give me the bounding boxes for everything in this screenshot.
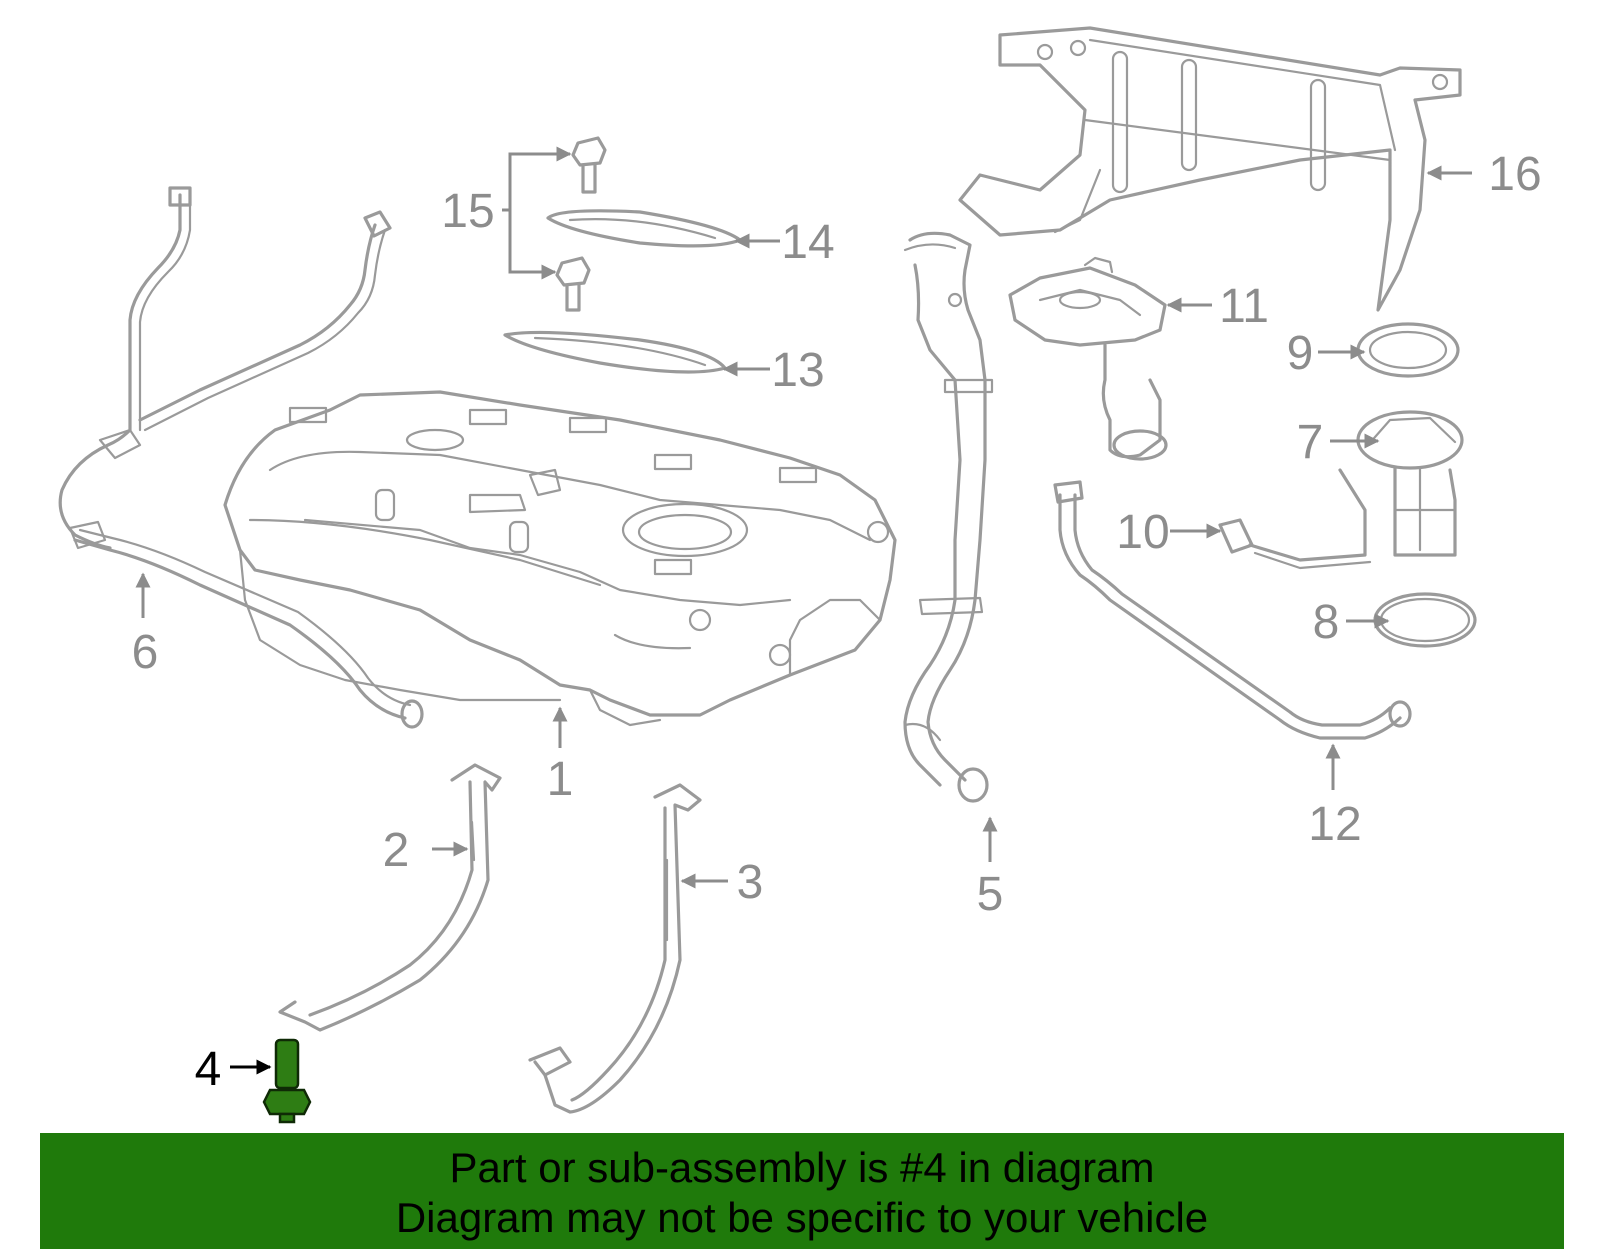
- pump-module-cover-part[interactable]: [1008, 256, 1168, 461]
- banner-line-part-number: Part or sub-assembly is #4 in diagram: [449, 1144, 1155, 1191]
- heat-shield-part[interactable]: [958, 26, 1462, 312]
- callout-14: 14: [781, 216, 834, 269]
- callout-10: 10: [1116, 506, 1169, 559]
- lock-ring-part[interactable]: [1356, 322, 1460, 378]
- callout-2: 2: [383, 824, 410, 877]
- callout-5: 5: [977, 868, 1004, 921]
- banner-line-disclaimer: Diagram may not be specific to your vehi…: [395, 1194, 1209, 1241]
- lower-gasket-part[interactable]: [503, 330, 727, 374]
- callout-11: 11: [1219, 280, 1269, 333]
- callout-13: 13: [771, 344, 824, 397]
- callout-8: 8: [1313, 596, 1340, 649]
- leader-lines: [135, 146, 1472, 1075]
- left-tank-strap-part[interactable]: [278, 763, 502, 1032]
- callout-1: 1: [547, 753, 574, 806]
- leader-15-lower: [508, 210, 557, 280]
- top-bolt-part[interactable]: [571, 136, 607, 194]
- right-tank-strap-part[interactable]: [528, 783, 702, 1114]
- vent-hose-part[interactable]: [58, 186, 424, 729]
- callout-16: 16: [1488, 148, 1541, 201]
- callout-labels: 1 2 3 4 5 6 7 8 9 10 11 12 13 14 15 16: [132, 148, 1542, 1096]
- fuel-pump-part[interactable]: [1356, 410, 1464, 557]
- callout-15: 15: [441, 185, 494, 238]
- leader-15-upper: [502, 146, 572, 212]
- callout-3: 3: [737, 856, 764, 909]
- callout-6: 6: [132, 626, 159, 679]
- callout-7: 7: [1297, 416, 1324, 469]
- level-sender-part[interactable]: [1218, 468, 1372, 570]
- lower-bolt-part[interactable]: [555, 256, 591, 312]
- fuel-tank-part[interactable]: [223, 390, 897, 727]
- highlighted-bolt-part[interactable]: [262, 1038, 312, 1124]
- fuel-line-part[interactable]: [1053, 480, 1412, 740]
- callout-12: 12: [1308, 798, 1361, 851]
- callout-4: 4: [195, 1043, 222, 1096]
- disclaimer-banner: Part or sub-assembly is #4 in diagram Di…: [40, 1133, 1564, 1249]
- o-ring-part[interactable]: [1373, 592, 1477, 648]
- callout-9: 9: [1287, 327, 1314, 380]
- upper-gasket-part[interactable]: [546, 209, 742, 248]
- filler-neck-part[interactable]: [903, 231, 994, 803]
